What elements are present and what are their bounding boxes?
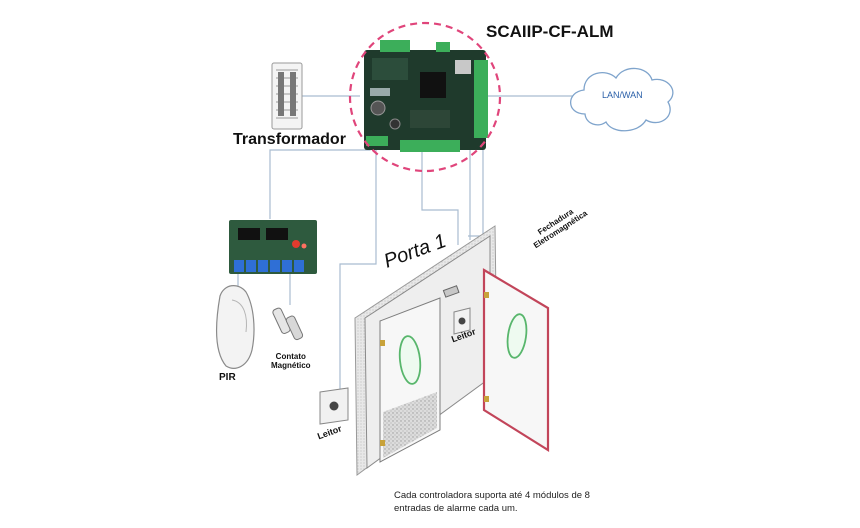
contact-label: Contato Magnético — [271, 352, 311, 370]
controller-title: SCAIIP-CF-ALM — [486, 22, 614, 41]
door-speckle — [383, 392, 437, 458]
contact-label-line2: Magnético — [271, 361, 311, 370]
pir-label: PIR — [219, 372, 236, 383]
reader-outside-icon — [319, 387, 349, 425]
magnetic-contact-icon — [272, 307, 304, 341]
caption: Cada controladora suporta até 4 módulos … — [394, 490, 590, 514]
wire-door-top — [421, 150, 459, 245]
door-leaf-open — [482, 268, 550, 452]
door-window — [398, 335, 422, 385]
wires — [237, 95, 573, 390]
network-label: LAN/WAN — [602, 90, 643, 100]
door-window-open — [506, 313, 528, 359]
electromagnetic-lock — [442, 285, 460, 298]
terminal-blocks — [366, 40, 488, 152]
transformer-icon — [271, 62, 303, 130]
alarm-module — [229, 220, 317, 274]
controller-board — [364, 40, 488, 152]
controller-highlight-circle — [348, 21, 502, 173]
hinges — [380, 292, 489, 446]
contact-label-line1: Contato — [275, 352, 306, 361]
wire-alarm-module — [269, 147, 371, 219]
wire-reader-outside — [339, 150, 377, 390]
pir-sensor-icon — [216, 285, 255, 369]
reader-inside-icon — [453, 307, 471, 335]
network-cloud-icon — [569, 67, 674, 132]
door-assembly — [354, 225, 550, 476]
transformer-label: Transformador — [233, 131, 346, 148]
